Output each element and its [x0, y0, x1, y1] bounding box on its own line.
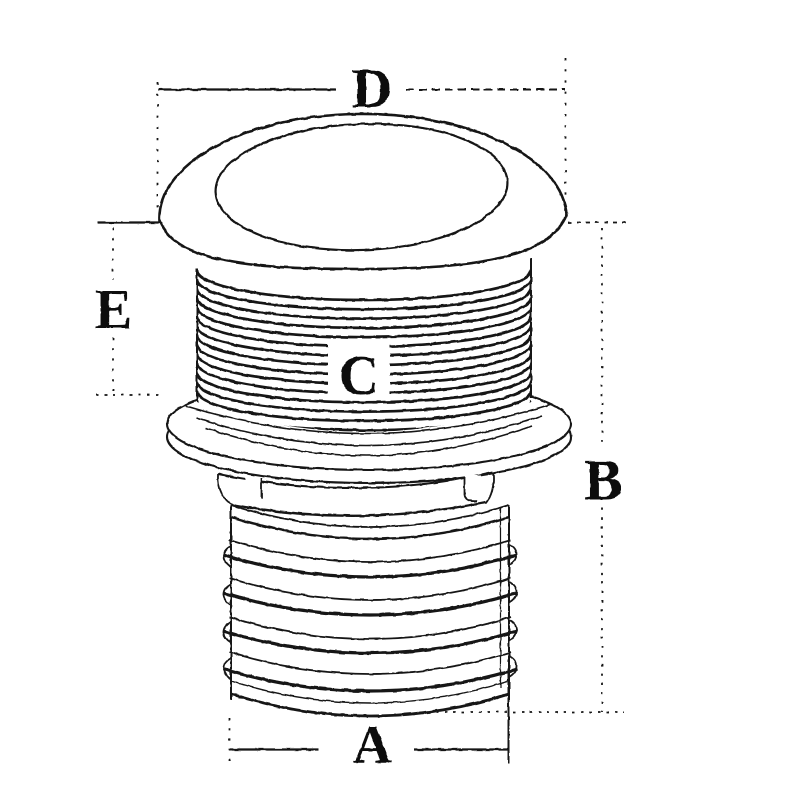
svg-text:B: B: [584, 448, 623, 513]
svg-text:D: D: [352, 58, 392, 120]
svg-text:C: C: [339, 345, 379, 407]
svg-text:A: A: [353, 715, 392, 775]
svg-text:E: E: [95, 279, 132, 341]
